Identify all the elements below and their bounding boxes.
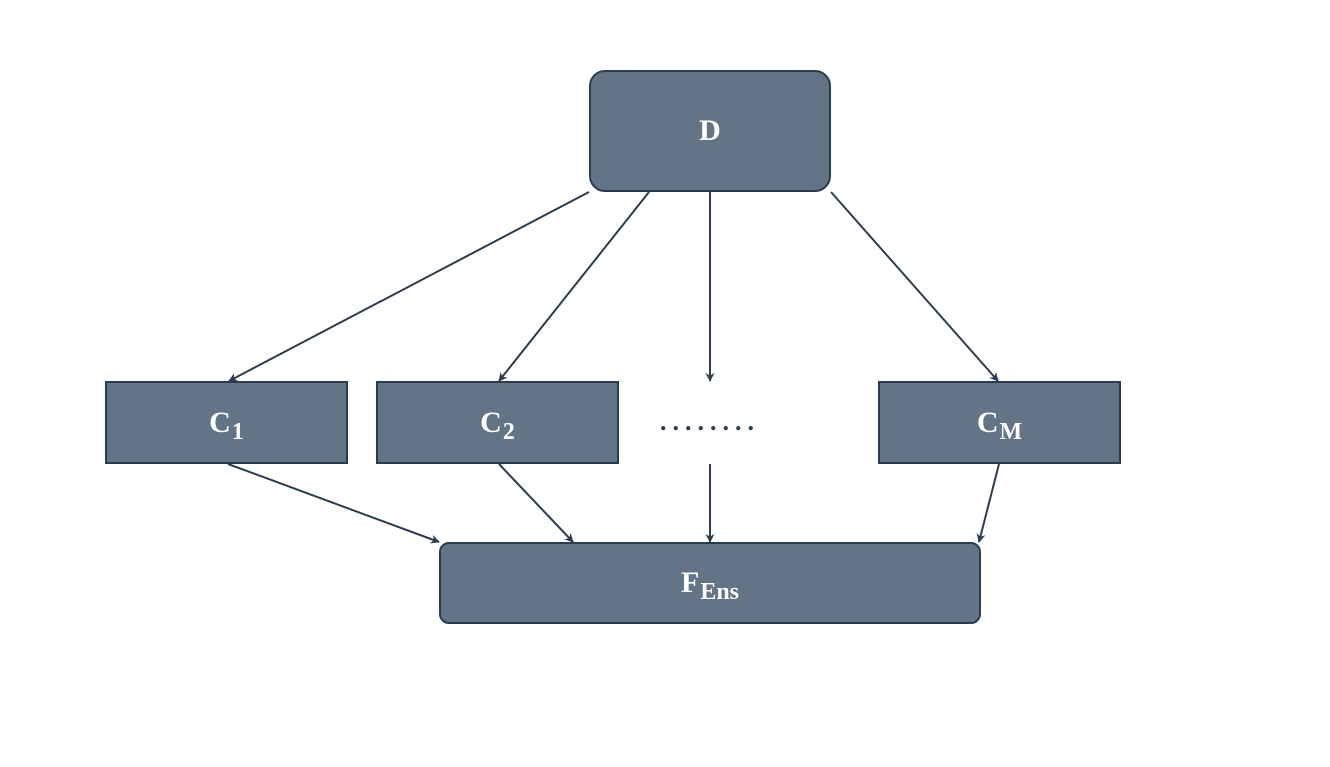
node-c1-subscript: 1	[231, 418, 244, 445]
node-fens-subscript: Ens	[700, 579, 740, 605]
arrow-cm-to-fens	[976, 463, 1000, 543]
node-c2-subscript: 2	[502, 418, 515, 445]
node-cm-label: C	[976, 405, 999, 439]
arrow-d-to-c2	[498, 191, 650, 382]
node-c2-label: C	[480, 405, 502, 439]
node-d-label: D	[699, 114, 721, 147]
node-c1-label: C	[209, 405, 231, 439]
node-cm-subscript: M	[999, 418, 1023, 445]
arrow-c1-to-fens	[227, 463, 440, 544]
arrow-c2-to-fens	[498, 463, 574, 543]
node-d: D	[589, 70, 831, 192]
arrow-d-to-c1	[228, 191, 590, 382]
node-fens-label: F	[680, 566, 700, 599]
arrow-d-to-cm	[830, 191, 999, 382]
ellipsis-placeholder: ........	[660, 407, 760, 436]
